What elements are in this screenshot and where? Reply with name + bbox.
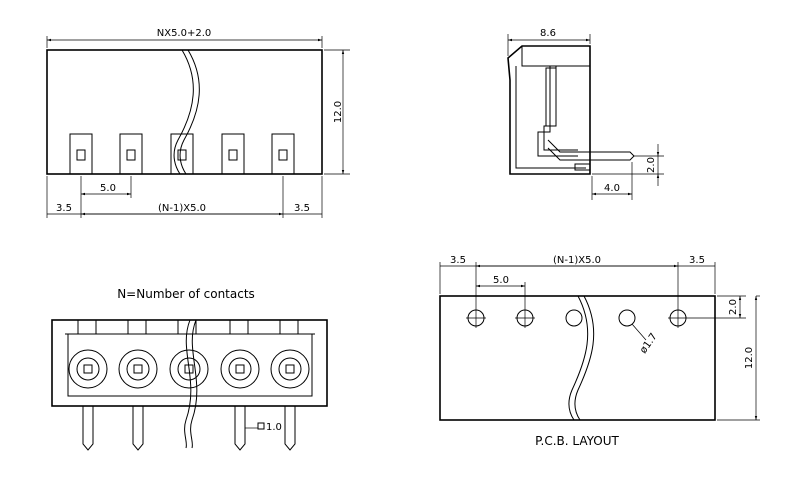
side-depth-label: 8.6 bbox=[540, 28, 556, 39]
bottom-view-body bbox=[51, 319, 328, 407]
pcb-layout-title: P.C.B. LAYOUT bbox=[535, 434, 619, 448]
bottom-view: N=Number of contacts 1.0 bbox=[51, 287, 328, 451]
side-pin-offset-v-label: 2.0 bbox=[646, 157, 657, 173]
side-view: 8.6 2.0 4.0 bbox=[507, 28, 664, 200]
front-edge-right-label: 3.5 bbox=[294, 203, 310, 214]
pcb-span-label: (N-1)X5.0 bbox=[553, 255, 601, 266]
front-view: NX5.0+2.0 12.0 5.0 3.5 (N-1)X5.0 3.5 bbox=[46, 28, 350, 218]
front-view-body bbox=[46, 49, 323, 175]
pcb-outline bbox=[439, 295, 716, 421]
front-span-label: (N-1)X5.0 bbox=[158, 203, 206, 214]
pcb-edge-left-label: 3.5 bbox=[450, 255, 466, 266]
side-pin-offset-h-label: 4.0 bbox=[604, 183, 620, 194]
front-break-line bbox=[173, 49, 194, 175]
front-pitch-label: 5.0 bbox=[100, 183, 116, 194]
pcb-hole-offset-label: 2.0 bbox=[728, 299, 739, 315]
front-edge-left-label: 3.5 bbox=[56, 203, 72, 214]
pcb-height-label: 12.0 bbox=[744, 347, 755, 369]
pcb-edge-right-label: 3.5 bbox=[689, 255, 705, 266]
contacts-note: N=Number of contacts bbox=[117, 287, 255, 301]
front-contacts bbox=[69, 133, 295, 175]
side-view-body bbox=[507, 45, 591, 175]
pcb-layout: ø1.7 3.5 (N-1)X5.0 3.5 5.0 2.0 12.0 P.C.… bbox=[439, 255, 760, 448]
bottom-pins bbox=[82, 406, 296, 451]
pcb-pitch-label: 5.0 bbox=[493, 275, 509, 286]
pcb-holes bbox=[466, 308, 688, 328]
front-height-label: 12.0 bbox=[333, 101, 344, 123]
front-width-label: NX5.0+2.0 bbox=[157, 28, 212, 39]
pin-size-label: 1.0 bbox=[266, 422, 282, 433]
